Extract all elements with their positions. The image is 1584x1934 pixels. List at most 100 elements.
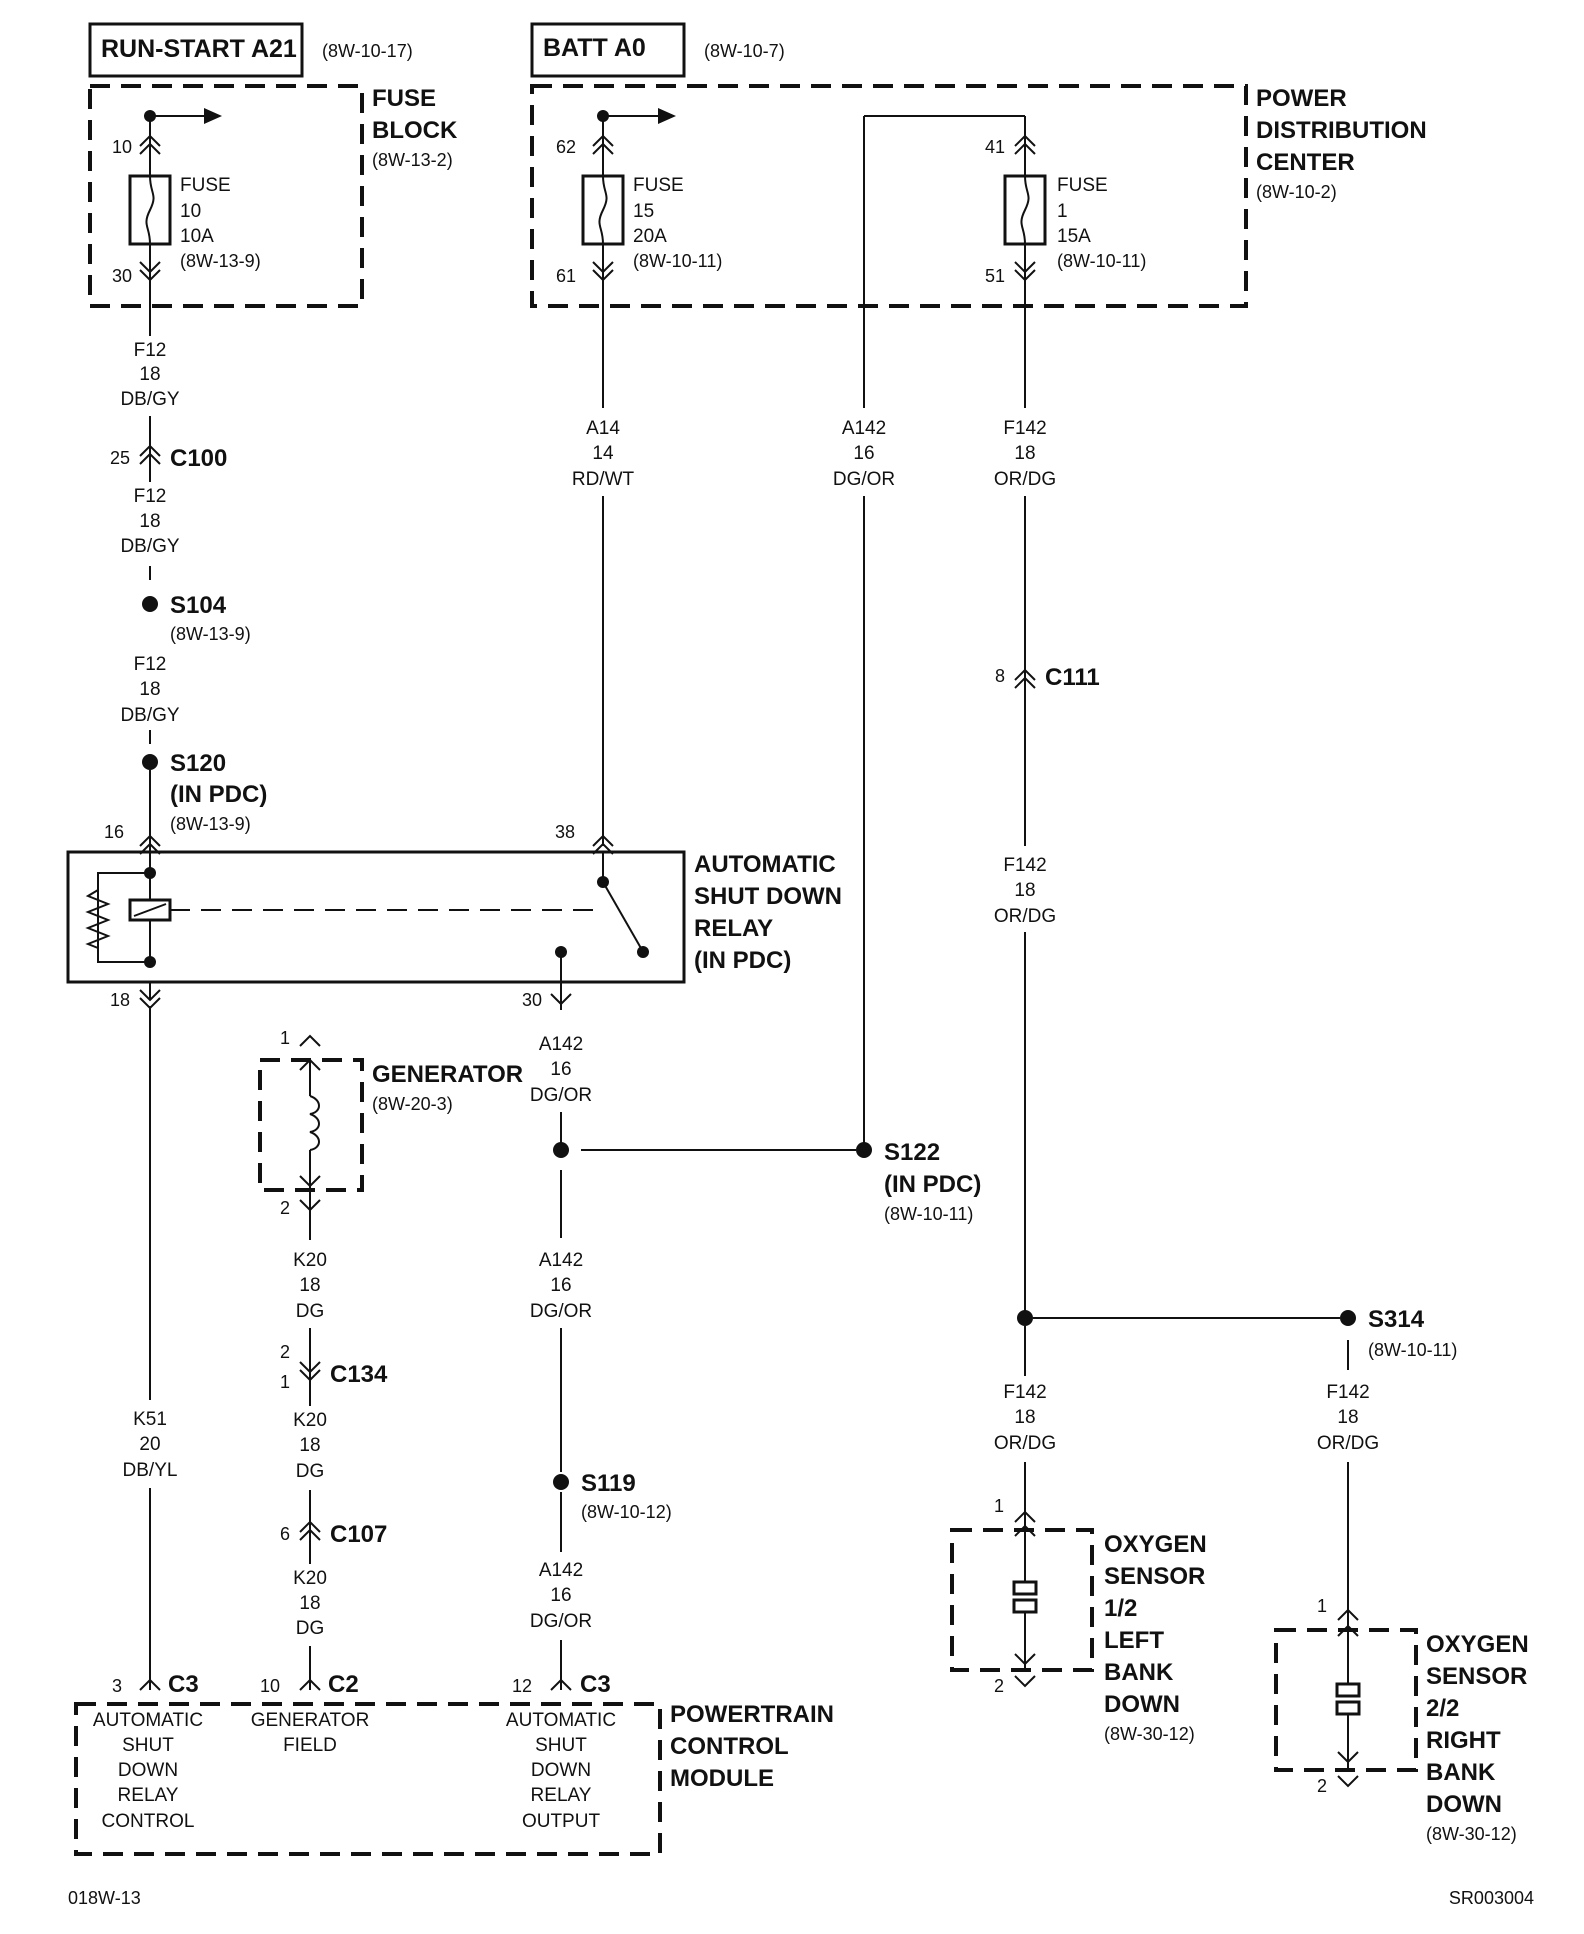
relay-title-1: AUTOMATIC [694,851,836,878]
o2-left-l1: OXYGEN [1104,1531,1207,1558]
o2-left-l5: BANK [1104,1659,1174,1686]
fuse15-pin-bot: 61 [556,266,576,286]
wire-f142-mid-1: F142 [1003,855,1046,876]
c134-pin-b: 1 [280,1372,290,1392]
wire-k20-a-1: K20 [293,1250,327,1271]
pdc-title-1: POWER [1256,85,1347,112]
pcm-title-3: MODULE [670,1765,774,1792]
wire-a14-1: A14 [586,418,620,439]
wire-a142-bot-2: 16 [550,1585,571,1606]
c107-pin: 6 [280,1524,290,1544]
o2-left-l3: 1/2 [1104,1595,1137,1622]
s122-sub: (IN PDC) [884,1171,981,1198]
relay-pin-38: 38 [555,822,575,842]
generator: 1 GENERATOR (8W-20-3) 2 [258,1028,523,1218]
wire-f142-left-2: 18 [1014,1407,1035,1428]
pcm-asd-out-1: AUTOMATIC [506,1710,616,1731]
pcm-c3b-label: C3 [580,1671,611,1698]
wire-k20-c-1: K20 [293,1568,327,1589]
wire-f142-left-3: OR/DG [994,1433,1056,1454]
s120-splice [142,754,158,770]
fuse-block-title-1: FUSE [372,85,436,112]
o2-left-pin-1: 1 [994,1496,1004,1516]
wire-a142-relay-1: A142 [539,1034,583,1055]
fuse10-ref: (8W-13-9) [180,251,261,271]
wire-k51-1: K51 [133,1409,167,1430]
o2-right-l6: DOWN [1426,1791,1502,1818]
power-distribution-center: POWER DISTRIBUTION CENTER (8W-10-2) 62 6… [530,84,1427,308]
s119-label: S119 [581,1470,636,1497]
wire-k20-b-3: DG [296,1461,325,1482]
oxygen-sensor-left: 1 2 OXYGEN SENSOR 1/2 LEFT BANK DOWN (8W… [950,1496,1207,1744]
wire-k20-a-3: DG [296,1301,325,1322]
o2-right-l3: 2/2 [1426,1695,1459,1722]
o2-left-l4: LEFT [1104,1627,1164,1654]
pcm-asd-ctrl-5: CONTROL [102,1811,195,1832]
wire-f12-b-3: DB/GY [120,536,179,557]
wire-f142-mid-2: 18 [1014,880,1035,901]
fuse15-ref: (8W-10-11) [633,251,722,271]
c111-label: C111 [1045,664,1100,691]
oxygen-sensor-right: 1 2 OXYGEN SENSOR 2/2 RIGHT BANK DOWN (8… [1274,1596,1529,1844]
fuse1-num: 1 [1057,201,1068,222]
relay-title-3: RELAY [694,915,773,942]
s119-splice [553,1474,569,1490]
wire-f142-top-2: 18 [1014,443,1035,464]
wire-a14-2: 14 [592,443,614,464]
fuse1-pin-top: 41 [985,137,1005,157]
pcm-asd-out-2: SHUT [535,1735,587,1756]
fuse10-amp: 10A [180,226,214,247]
o2-right-pin-1: 1 [1317,1596,1327,1616]
run-start-title: RUN-START A21 [101,35,297,63]
s120-sub: (IN PDC) [170,781,267,808]
s122-ref: (8W-10-11) [884,1204,973,1224]
wire-a142-bot-3: DG/OR [530,1611,592,1632]
powertrain-control-module: 3 C3 10 C2 12 C3 POWERTRAIN CONTROL MODU… [74,1671,834,1856]
wire-a142-top-2: 16 [853,443,874,464]
pcm-c2-label: C2 [328,1671,359,1698]
a142-asd-output-circuit: A142 16 DG/OR S122 (IN PDC) (8W-10-11) A… [530,1034,981,1691]
fuse15-num: 15 [633,201,654,222]
wire-k51-2: 20 [139,1434,160,1455]
o2-right-l5: BANK [1426,1759,1496,1786]
pcm-title-2: CONTROL [670,1733,789,1760]
batt-ref: (8W-10-7) [704,41,785,61]
pcm-asd-ctrl-4: RELAY [118,1785,179,1806]
k51-circuit: K51 20 DB/YL [123,1006,178,1691]
wire-f12-c-1: F12 [134,654,167,675]
fuse10-label: FUSE [180,175,231,196]
wire-f142-top-1: F142 [1003,418,1046,439]
pcm-asd-out-4: RELAY [531,1785,592,1806]
pcm-asd-out-3: DOWN [531,1760,591,1781]
wire-a142-mid-1: A142 [539,1250,583,1271]
wire-a14-3: RD/WT [572,469,635,490]
s104-ref: (8W-13-9) [170,624,251,644]
wire-a142-relay-2: 16 [550,1059,571,1080]
generator-ref: (8W-20-3) [372,1094,453,1114]
gen-pin-1: 1 [280,1028,290,1048]
s314-ref: (8W-10-11) [1368,1340,1457,1360]
fuse-block-ref: (8W-13-2) [372,150,453,170]
wire-f12-b-1: F12 [134,486,167,507]
generator-title: GENERATOR [372,1061,523,1088]
o2-right-l2: SENSOR [1426,1663,1527,1690]
wire-k20-b-1: K20 [293,1410,327,1431]
wire-a142-relay-3: DG/OR [530,1085,592,1106]
pdc-title-2: DISTRIBUTION [1256,117,1427,144]
fuse15-label: FUSE [633,175,684,196]
s122-splice [856,1142,872,1158]
wire-f12-a-3: DB/GY [120,389,179,410]
wire-f142-right-1: F142 [1326,1382,1369,1403]
s104-label: S104 [170,592,227,619]
o2-right-l4: RIGHT [1426,1727,1501,1754]
relay-title-2: SHUT DOWN [694,883,842,910]
wire-a142-mid-3: DG/OR [530,1301,592,1322]
o2-right-l1: OXYGEN [1426,1631,1529,1658]
wire-k51-3: DB/YL [123,1460,178,1481]
o2-right-ref: (8W-30-12) [1426,1824,1517,1844]
pdc-title-3: CENTER [1256,149,1355,176]
fuse-block-title-2: BLOCK [372,117,458,144]
s104-splice [142,596,158,612]
footer-right: SR003004 [1449,1888,1534,1908]
